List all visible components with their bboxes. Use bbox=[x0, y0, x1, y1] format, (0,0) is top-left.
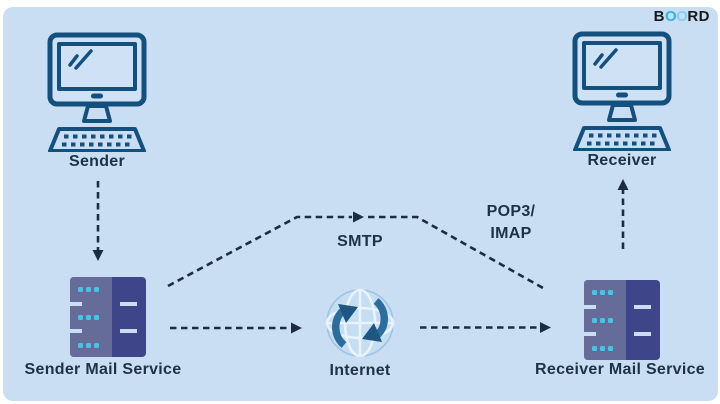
smtp-protocol-label: SMTP bbox=[337, 233, 383, 250]
logo-letters-rd: RD bbox=[687, 8, 710, 25]
logo-infinity-o1-icon: O bbox=[664, 8, 678, 25]
pop3-label-line1: POP3/ bbox=[486, 203, 536, 220]
server-led bbox=[86, 315, 91, 320]
arrow-receivermail-to-receiver bbox=[617, 179, 629, 249]
server-led bbox=[608, 290, 613, 295]
server-slot bbox=[634, 305, 651, 309]
arrow-sender-to-sendermail bbox=[92, 181, 104, 261]
receiver-mail-service-label: Receiver Mail Service bbox=[535, 361, 705, 378]
server-rack-face bbox=[584, 280, 626, 360]
server-slot bbox=[583, 332, 596, 336]
server-led bbox=[78, 343, 83, 348]
receiver-label: Receiver bbox=[587, 152, 657, 169]
server-rack-face bbox=[70, 277, 112, 357]
keyboard-keys bbox=[62, 134, 132, 147]
server-led bbox=[78, 287, 83, 292]
server-led bbox=[592, 318, 597, 323]
server-rack bbox=[69, 277, 146, 357]
globe-sync-arrows bbox=[332, 298, 388, 348]
server-slot bbox=[634, 332, 651, 336]
logo-infinity-o2-icon: O bbox=[676, 8, 689, 25]
board-logo: BOORD bbox=[654, 8, 710, 25]
pop3-imap-protocol-label: POP3/ IMAP bbox=[461, 201, 561, 245]
server-slot bbox=[120, 329, 137, 333]
arrow-smtp-pop3-path bbox=[167, 211, 544, 290]
server-led bbox=[78, 315, 83, 320]
server-led bbox=[86, 343, 91, 348]
server-led bbox=[592, 346, 597, 351]
keyboard-keys bbox=[587, 133, 657, 146]
server-slot bbox=[583, 305, 596, 309]
server-led bbox=[600, 318, 605, 323]
receiver-computer-icon bbox=[572, 31, 672, 151]
receiver-mail-server-icon bbox=[583, 280, 660, 360]
sender-mail-server-icon bbox=[69, 277, 146, 357]
server-led bbox=[600, 346, 605, 351]
server-led bbox=[600, 290, 605, 295]
server-rack bbox=[583, 280, 660, 360]
server-led bbox=[86, 287, 91, 292]
sender-computer-icon bbox=[47, 32, 147, 152]
sender-label: Sender bbox=[68, 153, 126, 170]
sender-mail-service-label: Sender Mail Service bbox=[24, 361, 182, 378]
server-led bbox=[94, 287, 99, 292]
server-led bbox=[608, 346, 613, 351]
arrow-internet-to-receivermail bbox=[420, 322, 551, 333]
server-led bbox=[94, 315, 99, 320]
logo-letter-b: B bbox=[653, 8, 665, 25]
server-led bbox=[608, 318, 613, 323]
server-led bbox=[94, 343, 99, 348]
server-slot bbox=[69, 302, 82, 306]
pop3-label-line2: IMAP bbox=[490, 225, 532, 242]
server-slot bbox=[120, 302, 137, 306]
server-slot bbox=[69, 329, 82, 333]
internet-globe-icon bbox=[325, 288, 395, 358]
server-led bbox=[592, 290, 597, 295]
arrow-sendermail-to-internet bbox=[170, 322, 302, 334]
internet-label: Internet bbox=[329, 362, 391, 379]
